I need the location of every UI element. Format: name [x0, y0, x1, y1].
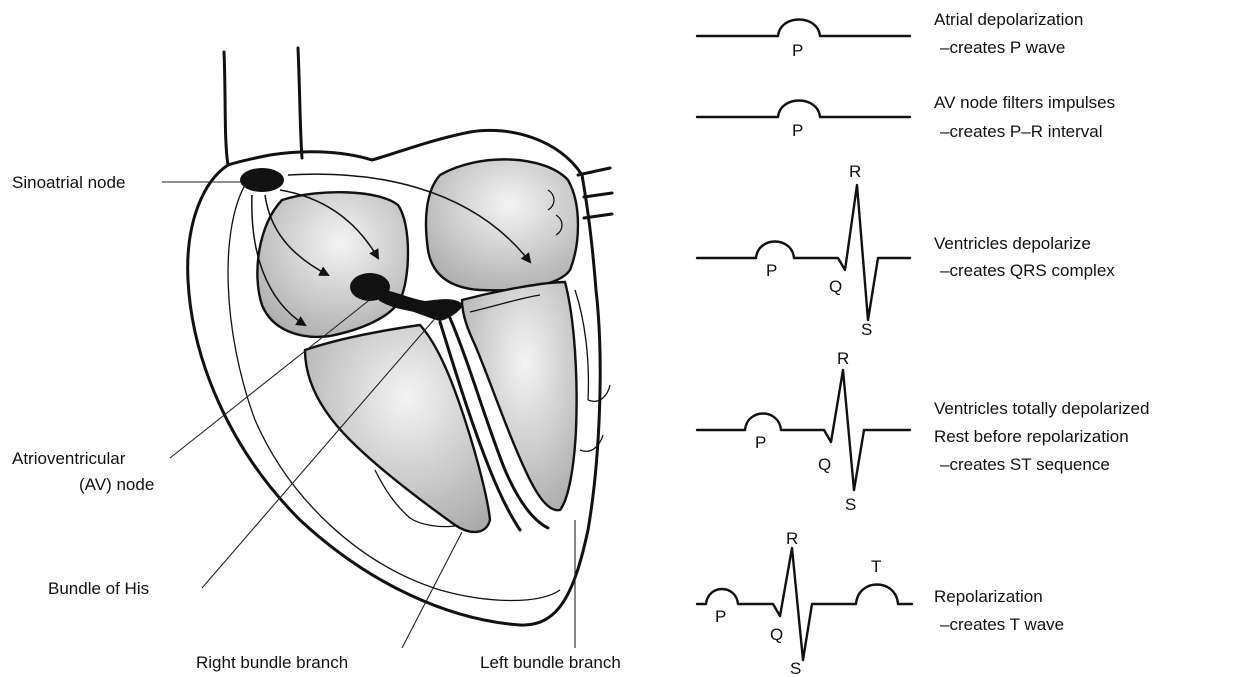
- ecg-stage-2: P AV node filters impulses –creates P–R …: [697, 93, 1115, 141]
- ecg-stage-1: P Atrial depolarization –creates P wave: [697, 10, 1083, 60]
- wave-label-p: P: [792, 41, 803, 60]
- stage-4-line-3: –creates ST sequence: [940, 455, 1110, 474]
- conduction-tract: [380, 290, 462, 320]
- wave-label-p: P: [715, 607, 726, 626]
- stage-5-line-2: –creates T wave: [940, 615, 1064, 634]
- wave-label-r: R: [786, 529, 798, 548]
- wave-label-r: R: [837, 349, 849, 368]
- wave-label-r: R: [849, 162, 861, 181]
- ecg-trace-2: [697, 101, 910, 118]
- wave-label-q: Q: [829, 277, 842, 296]
- stage-4-line-2: Rest before repolarization: [934, 427, 1129, 446]
- ecg-trace-1: [697, 20, 910, 37]
- label-av-node-line1: Atrioventricular: [12, 449, 126, 468]
- sa-node: [240, 168, 284, 192]
- right-ventricle-chamber: [305, 325, 490, 532]
- stage-3-line-1: Ventricles depolarize: [934, 234, 1091, 253]
- stage-4-line-1: Ventricles totally depolarized: [934, 399, 1149, 418]
- superior-vena-cava: [224, 52, 228, 165]
- wave-label-q: Q: [770, 625, 783, 644]
- wave-label-t: T: [871, 557, 881, 576]
- ecg-stage-5: P Q R S T Repolarization –creates T wave: [697, 529, 1064, 677]
- leader-right-branch: [402, 532, 462, 648]
- stage-2-line-1: AV node filters impulses: [934, 93, 1115, 112]
- wave-label-p: P: [755, 433, 766, 452]
- stage-2-line-2: –creates P–R interval: [940, 122, 1103, 141]
- stage-1-line-1: Atrial depolarization: [934, 10, 1083, 29]
- wave-label-s: S: [845, 495, 856, 514]
- heart-illustration: [162, 48, 612, 648]
- av-node: [350, 273, 390, 301]
- aorta-wall: [298, 48, 302, 158]
- ecg-trace-3: [697, 185, 910, 320]
- stage-3-line-2: –creates QRS complex: [940, 261, 1115, 280]
- label-right-bundle-branch: Right bundle branch: [196, 653, 348, 672]
- label-av-node-line2: (AV) node: [79, 475, 154, 494]
- wave-label-s: S: [790, 659, 801, 677]
- ecg-stage-4: P Q R S Ventricles totally depolarized R…: [697, 349, 1149, 514]
- label-sinoatrial-node: Sinoatrial node: [12, 173, 125, 192]
- wave-label-p: P: [766, 261, 777, 280]
- label-bundle-of-his: Bundle of His: [48, 579, 149, 598]
- left-atrium-chamber: [426, 159, 578, 290]
- ecg-trace-4: [697, 370, 910, 490]
- stage-1-line-2: –creates P wave: [940, 38, 1065, 57]
- right-atrium-chamber: [257, 192, 408, 337]
- stage-5-line-1: Repolarization: [934, 587, 1043, 606]
- label-left-bundle-branch: Left bundle branch: [480, 653, 621, 672]
- ecg-stage-3: P Q R S Ventricles depolarize –creates Q…: [697, 162, 1115, 339]
- wave-label-p: P: [792, 121, 803, 140]
- wave-label-s: S: [861, 320, 872, 339]
- wave-label-q: Q: [818, 455, 831, 474]
